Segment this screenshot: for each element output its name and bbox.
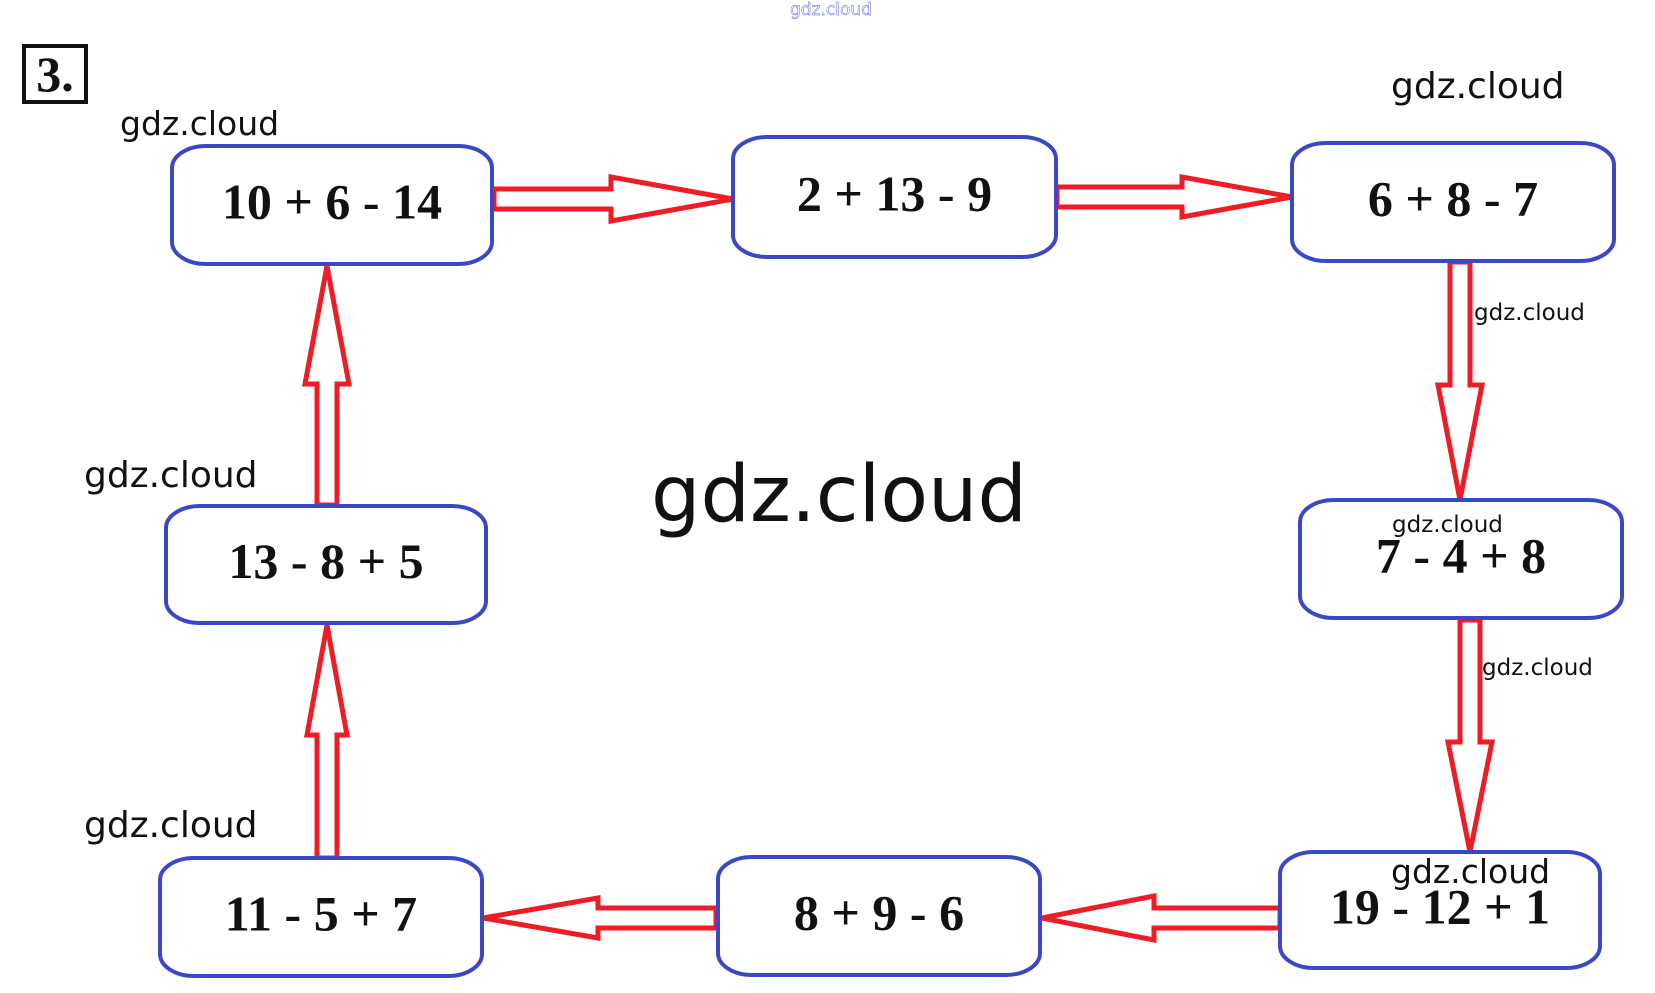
arrows-layer bbox=[301, 174, 1496, 944]
expression-text: 11 - 5 + 7 bbox=[225, 885, 417, 941]
expression-text: 19 - 12 + 1 bbox=[1330, 878, 1550, 934]
watermark-left-middle: gdz.cloud bbox=[84, 455, 258, 496]
arrow-bottom-middle-to-bottom-left bbox=[482, 895, 719, 941]
box-border bbox=[1278, 850, 1602, 970]
arrow-left-middle-to-top-left bbox=[301, 265, 353, 508]
watermark-right-box-middle: gdz.cloud bbox=[1392, 512, 1503, 538]
task-number-badge: 3. bbox=[22, 44, 88, 104]
expression-text: 13 - 8 + 5 bbox=[228, 533, 423, 589]
box-border bbox=[731, 135, 1058, 259]
arrow-top-left-to-top-middle bbox=[491, 174, 734, 224]
expression-text: 10 + 6 - 14 bbox=[222, 173, 442, 229]
expression-box-bottom-right: 19 - 12 + 1 bbox=[1278, 850, 1602, 970]
expression-text: 7 - 4 + 8 bbox=[1376, 527, 1546, 583]
expression-box-top-left: 10 + 6 - 14 bbox=[170, 144, 494, 266]
expression-box-top-middle: 2 + 13 - 9 bbox=[731, 135, 1058, 259]
watermark-right-arrow-lower: gdz.cloud bbox=[1482, 655, 1593, 681]
arrow-right-middle-to-bottom-right bbox=[1444, 617, 1496, 853]
expression-box-top-right: 6 + 8 - 7 bbox=[1290, 141, 1616, 263]
box-border bbox=[716, 855, 1042, 977]
watermark-left-bottom: gdz.cloud bbox=[84, 805, 258, 846]
expression-box-right-middle: 7 - 4 + 8 bbox=[1298, 498, 1624, 620]
watermark-bottom-right-box: gdz.cloud bbox=[1391, 852, 1551, 891]
box-border bbox=[164, 504, 488, 625]
expression-box-left-middle: 13 - 8 + 5 bbox=[164, 504, 488, 625]
box-border bbox=[1298, 498, 1624, 620]
boxes-layer: 10 + 6 - 14 2 + 13 - 9 6 + 8 - 7 7 - 4 + 8 1… bbox=[158, 135, 1624, 978]
arrow-top-right-to-right-middle bbox=[1434, 259, 1486, 501]
watermark-top-left: gdz.cloud bbox=[120, 104, 280, 143]
watermark-top-right: gdz.cloud bbox=[1391, 66, 1565, 107]
expression-box-bottom-left: 11 - 5 + 7 bbox=[158, 856, 484, 978]
box-border bbox=[158, 856, 484, 978]
expression-text: 2 + 13 - 9 bbox=[797, 165, 992, 221]
expression-text: 8 + 9 - 6 bbox=[794, 884, 964, 940]
arrow-bottom-right-to-bottom-middle bbox=[1041, 892, 1283, 944]
watermark-right-arrow-upper: gdz.cloud bbox=[1474, 300, 1585, 326]
watermark-center: gdz.cloud bbox=[651, 450, 1027, 540]
arrow-top-middle-to-top-right bbox=[1054, 174, 1293, 220]
watermark-top-center: gdz.cloud bbox=[790, 0, 872, 20]
box-border bbox=[170, 144, 494, 266]
arrow-bottom-left-to-left-middle bbox=[304, 624, 350, 861]
box-border bbox=[1290, 141, 1616, 263]
expression-box-bottom-middle: 8 + 9 - 6 bbox=[716, 855, 1042, 977]
expression-text: 6 + 8 - 7 bbox=[1368, 170, 1538, 226]
